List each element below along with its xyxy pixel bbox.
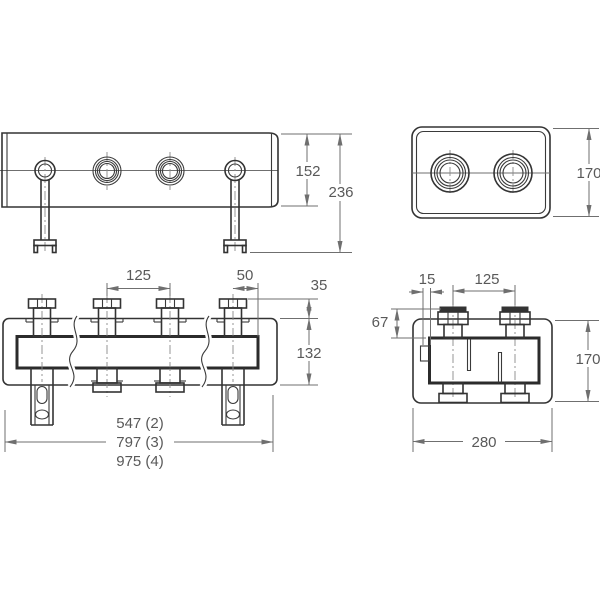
dim-top-to-body: 67 bbox=[372, 308, 441, 339]
bottom-connection-side bbox=[500, 382, 530, 404]
internal-baffle-top bbox=[466, 339, 472, 372]
dim-label-67: 67 bbox=[372, 314, 389, 331]
dim-label-547: 547 (2) bbox=[116, 415, 164, 432]
dim-body-height: 152 bbox=[281, 133, 352, 207]
dim-label-35: 35 bbox=[311, 277, 328, 294]
side-view-insulated: 15 125 67 170 280 bbox=[372, 271, 600, 452]
dim-label-125-side: 125 bbox=[474, 271, 499, 288]
insulation-shell-outline bbox=[2, 317, 278, 386]
dim-end-height: 170 bbox=[553, 128, 600, 217]
bottom-connection-side bbox=[438, 382, 468, 404]
front-view: 152 236 bbox=[0, 132, 354, 254]
dim-tab-offset: 15 bbox=[409, 271, 444, 345]
dim-label-170-top: 170 bbox=[576, 165, 600, 182]
dim-outlet-spacing: 125 bbox=[106, 267, 171, 296]
mounting-bracket bbox=[221, 367, 245, 426]
insulation-shell-side bbox=[412, 318, 553, 404]
end-view: 170 bbox=[411, 126, 600, 219]
dim-port-spacing-side: 125 bbox=[452, 271, 516, 305]
dim-end-offset: 50 bbox=[232, 267, 259, 337]
dim-label-170-side: 170 bbox=[575, 351, 600, 368]
dim-label-125: 125 bbox=[126, 267, 151, 284]
dim-overall-length: 547 (2) 797 (3) 975 (4) bbox=[4, 395, 274, 470]
dim-total-height: 236 bbox=[250, 133, 354, 253]
dim-label-797: 797 (3) bbox=[116, 434, 164, 451]
separator-body bbox=[428, 336, 541, 385]
side-tab bbox=[419, 345, 431, 362]
dim-label-975: 975 (4) bbox=[116, 453, 164, 470]
dim-union-height: 35 bbox=[248, 277, 327, 319]
dim-depth: 280 bbox=[412, 408, 553, 452]
dim-label-280: 280 bbox=[471, 434, 496, 451]
dim-label-152: 152 bbox=[295, 163, 320, 180]
dim-label-132: 132 bbox=[296, 345, 321, 362]
front-view-insulated: 125 50 35 132 547 (2) 797 bbox=[2, 267, 327, 470]
manifold-tube bbox=[15, 335, 260, 370]
dim-label-236: 236 bbox=[328, 184, 353, 201]
dim-side-height: 170 bbox=[555, 320, 600, 402]
internal-baffle-bottom bbox=[497, 351, 503, 383]
break-lines bbox=[66, 314, 212, 389]
mounting-bracket bbox=[30, 367, 54, 426]
dim-shell-height: 132 bbox=[280, 318, 323, 386]
dim-label-15: 15 bbox=[419, 271, 436, 288]
dim-label-50: 50 bbox=[237, 267, 254, 284]
